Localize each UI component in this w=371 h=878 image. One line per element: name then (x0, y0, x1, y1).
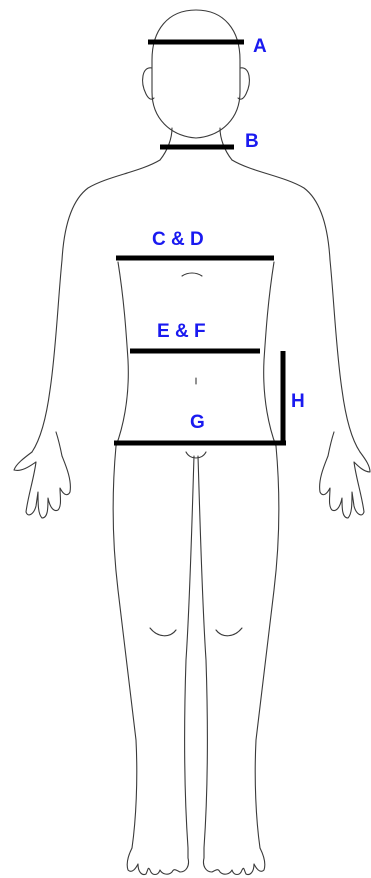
label-b: B (245, 131, 259, 152)
label-a: A (253, 36, 267, 57)
left-foot-outline (127, 848, 188, 875)
left-hand-outline (14, 432, 70, 518)
neck-outline (160, 128, 232, 160)
head-outline (143, 10, 250, 138)
legs-outline (113, 446, 279, 848)
label-g: G (190, 412, 205, 433)
label-ef: E & F (157, 321, 206, 342)
label-cd: C & D (152, 229, 204, 250)
right-hand-outline (320, 432, 370, 518)
label-h: H (291, 391, 305, 412)
right-foot-outline (203, 848, 264, 875)
